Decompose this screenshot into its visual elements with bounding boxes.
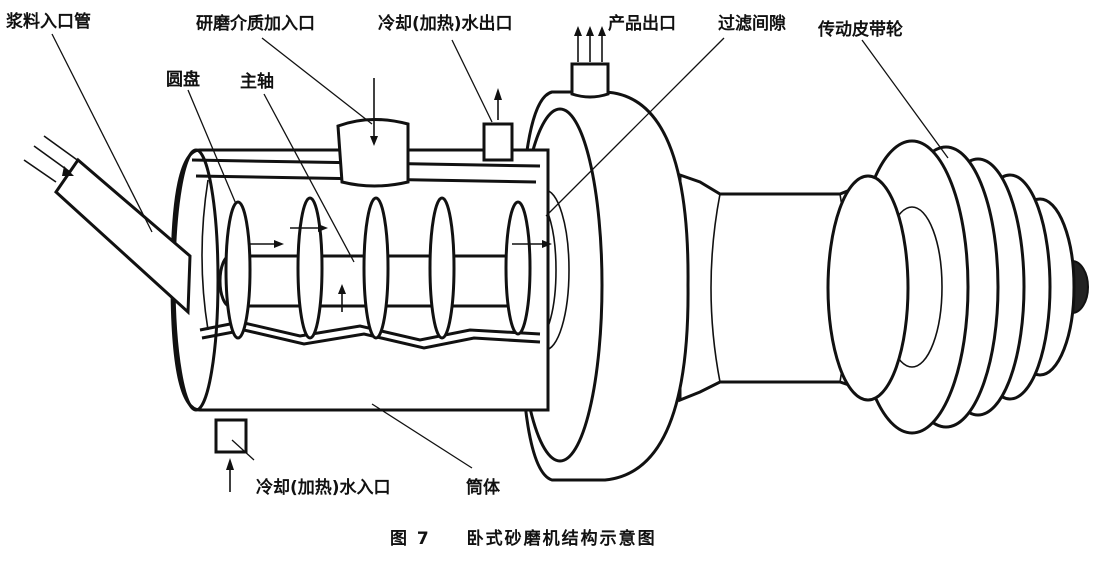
down-arrow-icon bbox=[370, 136, 378, 146]
disc-3 bbox=[362, 196, 390, 340]
discs bbox=[224, 196, 532, 340]
label-drive-pulley: 传动皮带轮 bbox=[818, 20, 903, 40]
disc-1 bbox=[224, 200, 252, 340]
right-arrow-icon bbox=[318, 224, 328, 232]
right-arrow-icon bbox=[542, 240, 552, 248]
figure-number: 图 7 bbox=[390, 529, 431, 549]
label-coolant-outlet: 冷却(加热)水出口 bbox=[378, 14, 513, 34]
coolant-inlet-pipe bbox=[214, 418, 248, 492]
label-coolant-inlet: 冷却(加热)水入口 bbox=[256, 478, 391, 498]
up-arrow-icon bbox=[338, 284, 346, 294]
flow-arrows bbox=[248, 224, 552, 312]
label-media-inlet: 研磨介质加入口 bbox=[196, 14, 315, 34]
label-filter-gap: 过滤间隙 bbox=[718, 14, 786, 34]
label-cylinder: 筒体 bbox=[466, 478, 500, 498]
housing-collar bbox=[826, 174, 910, 402]
bearing-housing bbox=[678, 172, 910, 403]
disc-5 bbox=[504, 200, 532, 336]
right-arrow-icon bbox=[62, 166, 74, 176]
disc-2 bbox=[296, 196, 324, 340]
figure-title: 卧式砂磨机结构示意图 bbox=[466, 529, 657, 549]
right-arrow-icon bbox=[274, 240, 284, 248]
label-main-shaft: 主轴 bbox=[240, 72, 274, 92]
label-product-outlet: 产品出口 bbox=[608, 14, 676, 34]
product-outlet-pipe bbox=[570, 26, 610, 99]
up-arrow-icon bbox=[586, 26, 594, 36]
up-arrow-icon bbox=[574, 26, 582, 36]
disc-4 bbox=[428, 196, 456, 340]
slurry-inlet-pipe bbox=[23, 135, 192, 316]
drive-pulley bbox=[854, 139, 1089, 435]
up-arrow-icon bbox=[226, 458, 234, 470]
media-inlet-hopper bbox=[336, 78, 410, 188]
figure-caption: 图 7 卧式砂磨机结构示意图 bbox=[390, 524, 657, 549]
leader-lines bbox=[51, 33, 949, 469]
up-arrow-icon bbox=[494, 88, 502, 100]
label-slurry-inlet: 浆料入口管 bbox=[6, 12, 91, 32]
up-arrow-icon bbox=[598, 26, 606, 36]
coolant-outlet-pipe bbox=[482, 88, 514, 162]
label-disc: 圆盘 bbox=[166, 70, 200, 90]
